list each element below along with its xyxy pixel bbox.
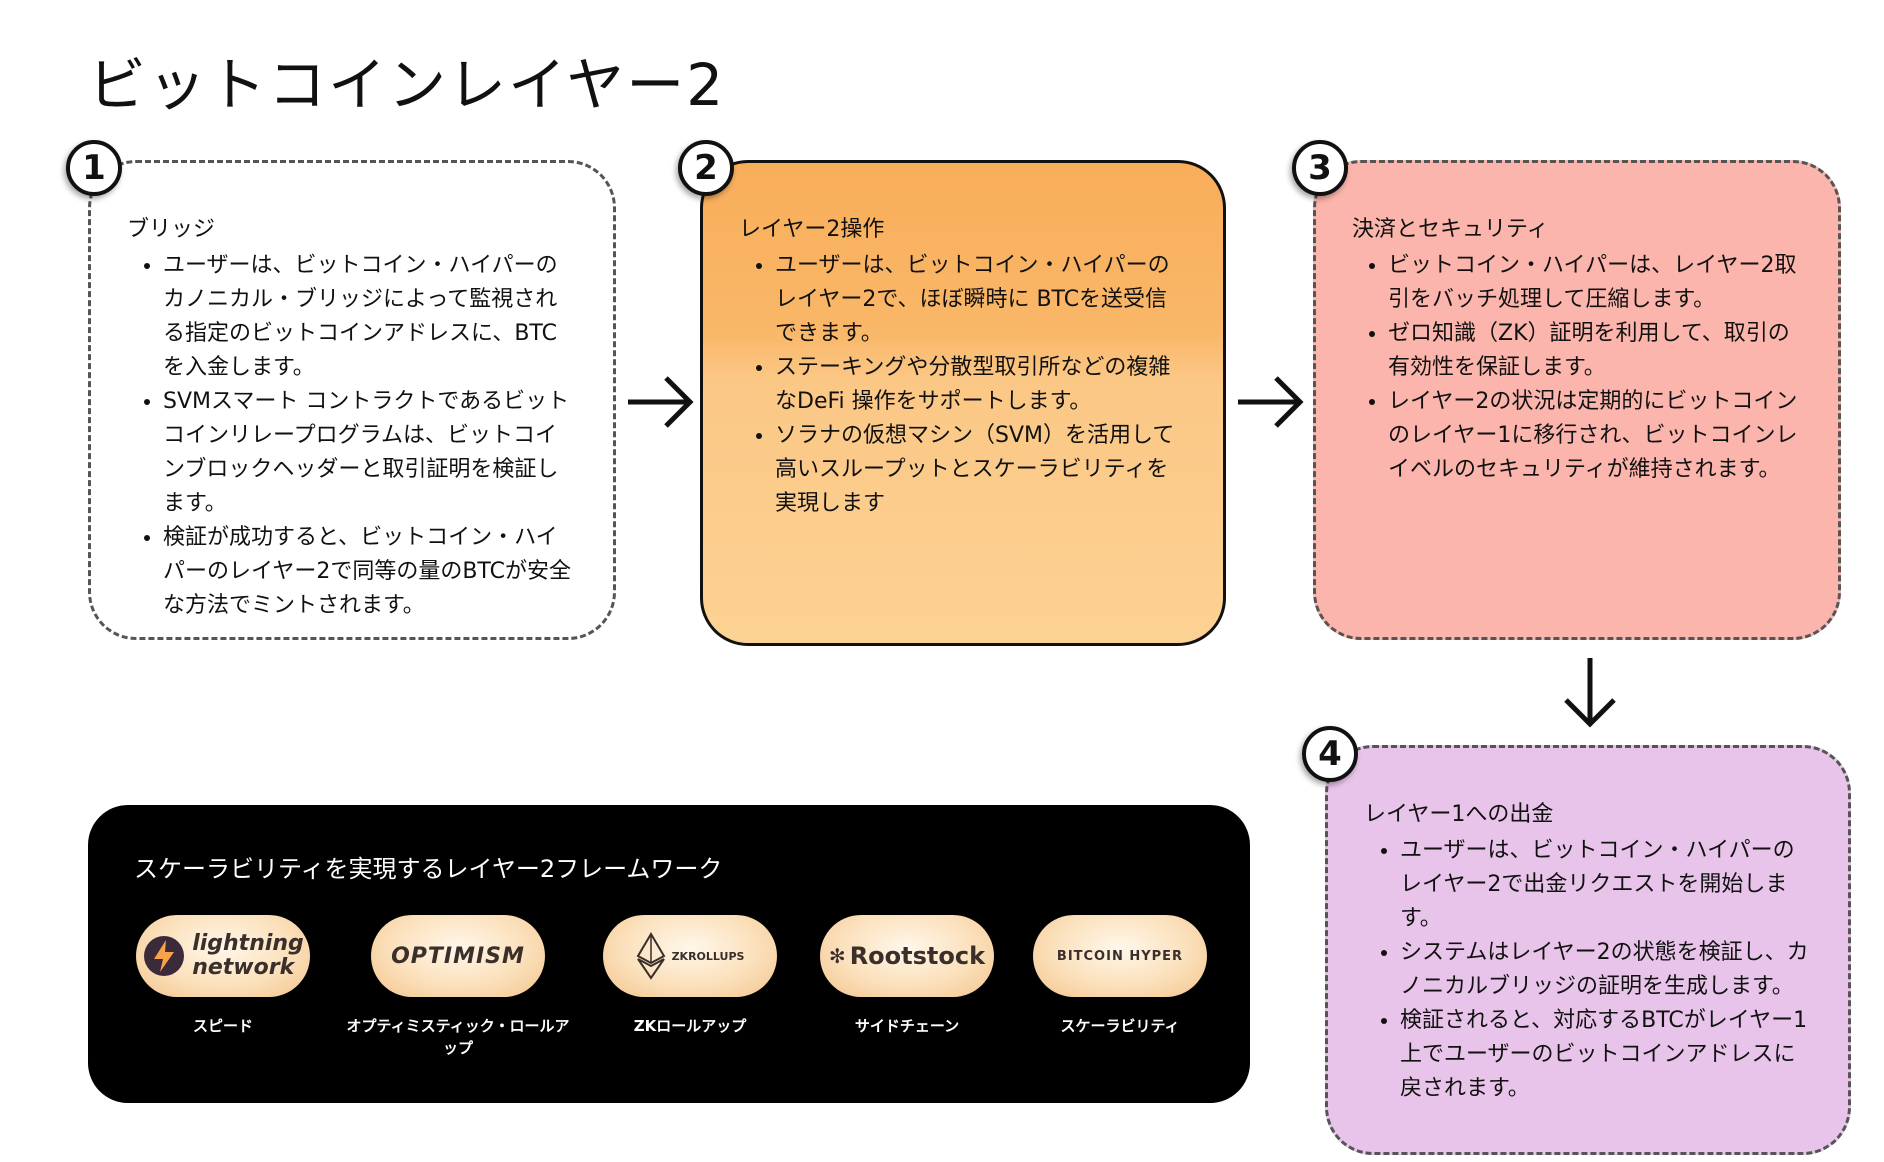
bullet-list: ユーザーは、ビットコイン・ハイパーのレイヤー2で、ほぼ瞬時に BTCを送受信でき…	[739, 249, 1187, 521]
bullet-item: SVMスマート コントラクトであるビットコインリレープログラムは、ビットコインブ…	[163, 385, 577, 521]
rootstock-icon: ✻	[828, 944, 846, 968]
bullet-item: ユーザーは、ビットコイン・ハイパーのカノニカル・ブリッジによって監視される指定の…	[163, 249, 577, 385]
card-heading: レイヤー1への出金	[1364, 802, 1554, 827]
bullet-list: ユーザーは、ビットコイン・ハイパーのレイヤー2で出金リクエストを開始します。 シ…	[1364, 834, 1812, 1106]
bullet-item: ソラナの仮想マシン（SVM）を活用して高いスループットとスケーラビリティを実現し…	[775, 419, 1187, 521]
optimism-logo: OPTIMISM	[371, 915, 545, 997]
bullet-item: 検証されると、対応するBTCがレイヤー1上でユーザーのビットコインアドレスに戻さ…	[1400, 1004, 1812, 1106]
card-heading: ブリッジ	[127, 217, 216, 242]
bitcoin-hyper-logo: BITCOIN HYPER	[1033, 915, 1207, 997]
bullet-item: ステーキングや分散型取引所などの複雑なDeFi 操作をサポートします。	[775, 351, 1187, 419]
bullet-item: ユーザーは、ビットコイン・ハイパーのレイヤー2で出金リクエストを開始します。	[1400, 834, 1812, 936]
lightning-network-logo: lightning network	[136, 915, 310, 997]
bullet-item: ユーザーは、ビットコイン・ハイパーのレイヤー2で、ほぼ瞬時に BTCを送受信でき…	[775, 249, 1187, 351]
framework-caption: スケーラビリティ	[1060, 1017, 1180, 1035]
step-card-withdrawal: レイヤー1への出金 ユーザーは、ビットコイン・ハイパーのレイヤー2で出金リクエス…	[1325, 745, 1851, 1155]
lightning-bolt-icon	[144, 936, 185, 976]
bullet-item: システムはレイヤー2の状態を検証し、カノニカルブリッジの証明を生成します。	[1400, 936, 1812, 1004]
ethereum-icon	[636, 932, 665, 980]
arrow-right-icon	[628, 376, 694, 428]
bullet-list: ユーザーは、ビットコイン・ハイパーのカノニカル・ブリッジによって監視される指定の…	[127, 249, 577, 623]
rootstock-logo: ✻ Rootstock	[820, 915, 994, 997]
framework-item-lightning: lightning network スピード	[108, 915, 338, 1037]
logo-text: lightning	[192, 931, 304, 956]
framework-caption: スピード	[192, 1017, 253, 1035]
step-card-settlement-security: 決済とセキュリティ ビットコイン・ハイパーは、レイヤー2取引をバッチ処理して圧縮…	[1313, 160, 1841, 640]
bullet-item: ビットコイン・ハイパーは、レイヤー2取引をバッチ処理して圧縮します。	[1388, 249, 1802, 317]
framework-item-bitcoin-hyper: BITCOIN HYPER スケーラビリティ	[1005, 915, 1235, 1037]
bullet-item: 検証が成功すると、ビットコイン・ハイパーのレイヤー2で同等の量のBTCが安全な方…	[163, 521, 577, 623]
step-card-bridge: ブリッジ ユーザーは、ビットコイン・ハイパーのカノニカル・ブリッジによって監視さ…	[88, 160, 616, 640]
arrow-down-icon	[1564, 658, 1616, 728]
card-heading: レイヤー2操作	[739, 217, 885, 242]
step-card-layer2-operations: レイヤー2操作 ユーザーは、ビットコイン・ハイパーのレイヤー2で、ほぼ瞬時に B…	[700, 160, 1226, 646]
framework-item-optimism: OPTIMISM オプティミスティック・ロールアップ	[343, 915, 573, 1059]
page-title: ビットコインレイヤー2	[88, 51, 726, 119]
step-badge-3: 3	[1292, 140, 1348, 196]
arrow-right-icon	[1238, 376, 1304, 428]
bullet-list: ビットコイン・ハイパーは、レイヤー2取引をバッチ処理して圧縮します。 ゼロ知識（…	[1352, 249, 1802, 487]
framework-caption: サイドチェーン	[854, 1017, 960, 1035]
framework-title: スケーラビリティを実現するレイヤー2フレームワーク	[134, 855, 723, 883]
framework-caption: オプティミスティック・ロールアップ	[346, 1017, 570, 1057]
bullet-item: ゼロ知識（ZK）証明を利用して、取引の有効性を保証します。	[1388, 317, 1802, 385]
step-badge-1: 1	[66, 140, 122, 196]
zkrollups-logo: ZKROLLUPS	[603, 915, 777, 997]
step-badge-2: 2	[678, 140, 734, 196]
layer2-framework-panel: スケーラビリティを実現するレイヤー2フレームワーク lightning netw…	[88, 805, 1250, 1103]
framework-item-zkrollups: ZKROLLUPS ZKロールアップ	[575, 915, 805, 1037]
bullet-item: レイヤー2の状況は定期的にビットコインのレイヤー1に移行され、ビットコインレイベ…	[1388, 385, 1802, 487]
framework-caption: ZKロールアップ	[633, 1017, 747, 1035]
card-heading: 決済とセキュリティ	[1352, 217, 1549, 242]
logo-text: network	[192, 955, 295, 980]
framework-item-rootstock: ✻ Rootstock サイドチェーン	[792, 915, 1022, 1037]
step-badge-4: 4	[1302, 726, 1358, 782]
